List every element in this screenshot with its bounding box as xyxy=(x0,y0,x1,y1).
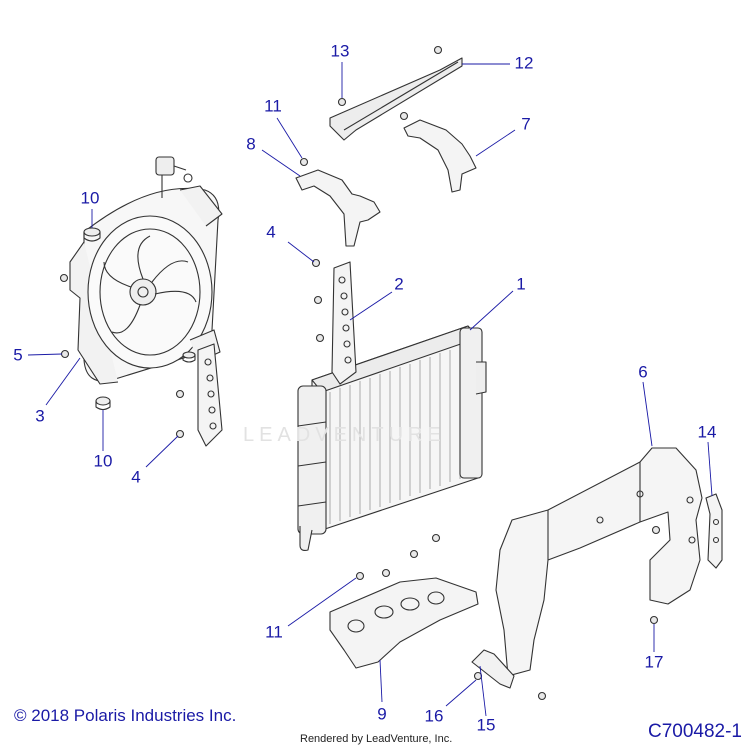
callout-11-lower: 11 xyxy=(265,622,283,642)
fastener xyxy=(409,549,419,559)
callout-3: 3 xyxy=(35,406,45,426)
top-cover-plate xyxy=(329,57,463,141)
figure-id: C700482-1 xyxy=(647,721,742,742)
callout-5: 5 xyxy=(13,345,23,365)
copyright-notice: © 2018 Polaris Industries Inc. xyxy=(14,706,237,725)
leader-8 xyxy=(261,149,301,177)
fastener xyxy=(433,45,443,55)
leader-5 xyxy=(27,353,63,356)
rendered-by-credit: Rendered by LeadVenture, Inc. xyxy=(300,733,453,745)
callout-4-upper: 4 xyxy=(266,222,276,242)
grommet-fan-top xyxy=(182,351,196,363)
fastener xyxy=(355,571,365,581)
watermark: LEADVENTURE xyxy=(243,424,446,446)
right-bracket xyxy=(705,493,723,569)
callout-15: 15 xyxy=(476,715,496,735)
callout-8: 8 xyxy=(246,134,256,154)
lower-skid-bracket xyxy=(329,577,479,669)
callout-10-upper: 10 xyxy=(80,188,100,208)
leader-15 xyxy=(479,665,487,717)
callout-2: 2 xyxy=(394,274,404,294)
clip-bracket xyxy=(471,649,515,689)
fastener xyxy=(299,157,309,167)
leader-2 xyxy=(349,291,393,321)
callout-10-lower: 10 xyxy=(93,451,113,471)
side-mount-bracket xyxy=(331,261,357,385)
callout-14: 14 xyxy=(697,422,717,442)
leader-4a xyxy=(287,241,315,263)
fasteners xyxy=(59,45,661,701)
fastener xyxy=(473,671,483,681)
fastener xyxy=(60,349,70,359)
upper-bracket-right xyxy=(403,119,477,193)
fastener xyxy=(431,533,441,543)
callout-16: 16 xyxy=(424,706,444,726)
fastener xyxy=(381,568,391,578)
leader-14 xyxy=(707,441,713,497)
fastener xyxy=(337,97,347,107)
fastener xyxy=(313,295,323,305)
leader-3 xyxy=(45,357,81,406)
leader-6 xyxy=(642,381,653,447)
callout-1: 1 xyxy=(516,274,526,294)
leader-9 xyxy=(379,659,383,703)
callout-9: 9 xyxy=(377,704,387,724)
fastener xyxy=(651,525,661,535)
fastener xyxy=(649,615,659,625)
fastener xyxy=(311,258,321,268)
upper-bracket-left xyxy=(295,169,381,247)
radiator xyxy=(297,325,487,551)
fastener xyxy=(59,273,69,283)
leader-11a xyxy=(276,117,303,159)
callout-12: 12 xyxy=(514,53,534,73)
callout-4-lower: 4 xyxy=(131,467,141,487)
callout-13: 13 xyxy=(330,41,350,61)
fastener xyxy=(315,333,325,343)
callout-17: 17 xyxy=(644,652,664,672)
fastener xyxy=(399,111,409,121)
leader-1 xyxy=(469,290,514,331)
fastener xyxy=(537,691,547,701)
leader-16 xyxy=(445,679,477,707)
leader-11b xyxy=(287,577,357,627)
leader-7 xyxy=(475,129,516,157)
leader-lines xyxy=(27,62,713,717)
fastener xyxy=(175,389,185,399)
leader-4b xyxy=(145,435,179,468)
callout-11-upper: 11 xyxy=(264,96,282,116)
fastener xyxy=(175,429,185,439)
front-support-frame xyxy=(495,447,703,677)
fan-mount-bracket xyxy=(197,343,223,447)
grommet-upper xyxy=(83,227,101,242)
callout-7: 7 xyxy=(521,114,531,134)
grommet-lower xyxy=(95,396,111,411)
callout-6: 6 xyxy=(638,362,648,382)
fan-shroud-assembly xyxy=(69,156,223,385)
